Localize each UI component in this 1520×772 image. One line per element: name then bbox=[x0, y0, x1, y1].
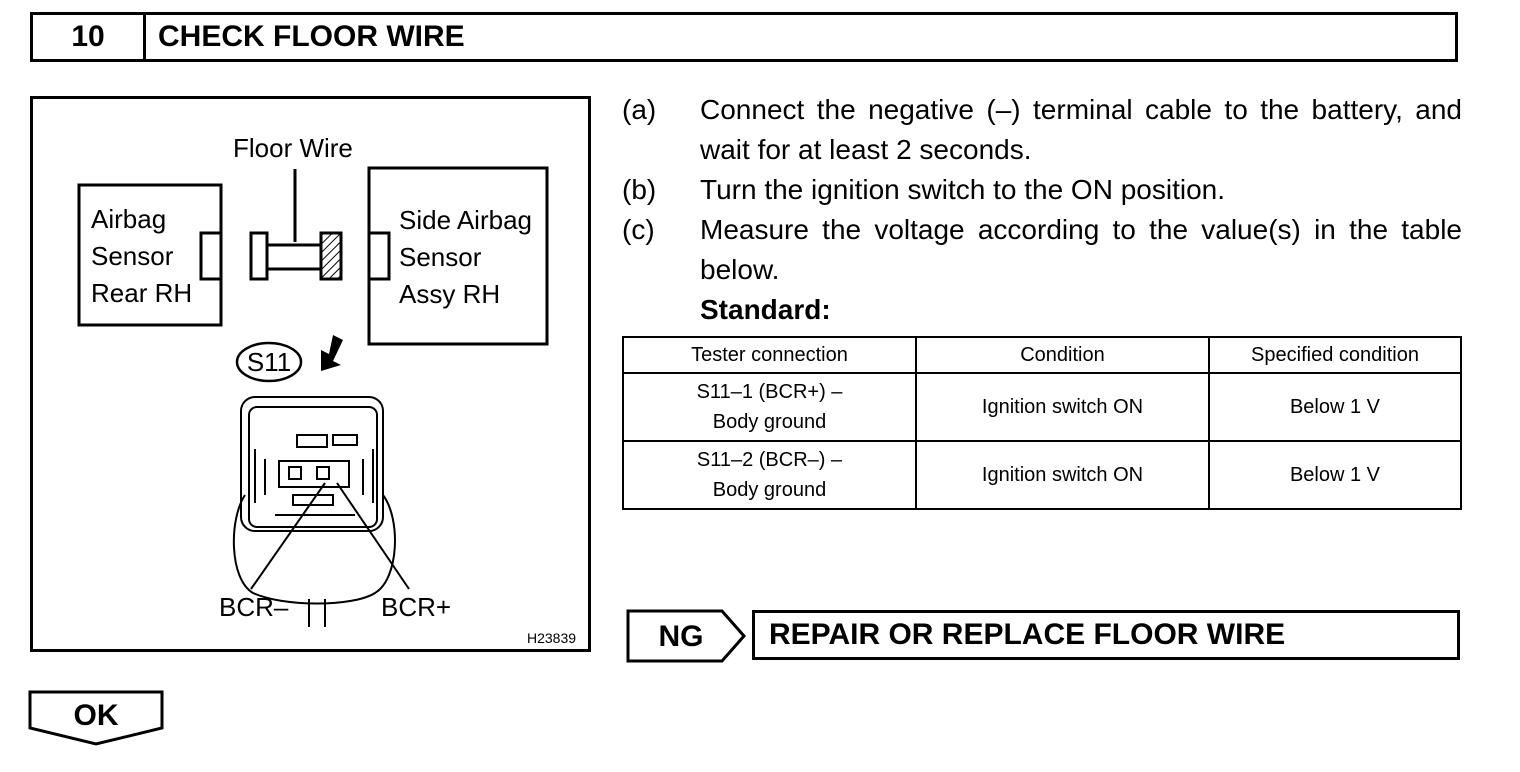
condition-cell: Ignition switch ON bbox=[915, 440, 1210, 510]
ng-label: NG bbox=[659, 620, 704, 653]
left-box-line-3: Rear RH bbox=[91, 278, 192, 308]
view-direction-arrow bbox=[321, 335, 343, 371]
condition-cell: Ignition switch ON bbox=[915, 372, 1210, 442]
tester-connection-cell: S11–1 (BCR+) – Body ground bbox=[622, 372, 917, 442]
table-header-row: Tester connection Condition Specified co… bbox=[622, 336, 1462, 374]
standard-label: Standard: bbox=[700, 294, 831, 325]
header-tester-connection: Tester connection bbox=[622, 336, 917, 374]
step-letter: (b) bbox=[622, 174, 657, 205]
step-text: Measure the voltage according to the val… bbox=[700, 214, 1462, 285]
ng-action-box: REPAIR OR REPLACE FLOOR WIRE bbox=[752, 610, 1460, 660]
ng-arrow-tag: NG bbox=[626, 609, 746, 663]
connector-id-oval bbox=[235, 341, 303, 383]
table-row: S11–1 (BCR+) – Body ground Ignition swit… bbox=[622, 372, 1462, 442]
step-number: 10 bbox=[33, 15, 146, 59]
floor-wire-connector-left bbox=[249, 231, 269, 281]
ok-label: OK bbox=[74, 699, 119, 732]
pin-label-bcr-minus: BCR– bbox=[219, 592, 289, 622]
step-header: 10 CHECK FLOOR WIRE bbox=[30, 12, 1458, 62]
ok-arrow-tag: OK bbox=[28, 690, 164, 746]
connection-line-1: S11–2 (BCR–) – bbox=[696, 449, 843, 471]
specified-cell: Below 1 V bbox=[1208, 440, 1462, 510]
step-b: (b) Turn the ignition switch to the ON p… bbox=[622, 170, 1462, 210]
step-letter: (a) bbox=[622, 94, 657, 125]
floor-wire-connector-right bbox=[319, 231, 343, 281]
step-text: Connect the negative (–) terminal cable … bbox=[700, 94, 1462, 165]
floor-wire-label: Floor Wire bbox=[233, 133, 353, 163]
procedure-steps: (a) Connect the negative (–) terminal ca… bbox=[622, 90, 1462, 330]
right-box-line-1: Side Airbag bbox=[399, 205, 532, 235]
step-text: Turn the ignition switch to the ON posit… bbox=[700, 174, 1225, 205]
header-condition: Condition bbox=[915, 336, 1210, 374]
connector-figure: Floor Wire Airbag Sensor Rear RH Side Ai… bbox=[30, 96, 591, 652]
step-c: (c) Measure the voltage according to the… bbox=[622, 210, 1462, 290]
left-box-line-2: Sensor bbox=[91, 241, 174, 271]
connector-front-view bbox=[232, 396, 396, 627]
left-box-line-1: Airbag bbox=[91, 204, 166, 234]
right-box-line-2: Sensor bbox=[399, 242, 482, 272]
floor-wire-harness bbox=[265, 243, 323, 271]
spec-table: Tester connection Condition Specified co… bbox=[622, 336, 1462, 510]
specified-cell: Below 1 V bbox=[1208, 372, 1462, 442]
table-row: S11–2 (BCR–) – Body ground Ignition swit… bbox=[622, 440, 1462, 510]
connection-line-1: S11–1 (BCR+) – bbox=[696, 381, 843, 403]
step-title: CHECK FLOOR WIRE bbox=[158, 20, 465, 53]
connector-diagram: Floor Wire Airbag Sensor Rear RH Side Ai… bbox=[77, 133, 576, 646]
pin-label-bcr-plus: BCR+ bbox=[381, 592, 451, 622]
connector-id-label: S11 bbox=[247, 347, 291, 377]
connection-line-2: Body ground bbox=[712, 411, 827, 433]
tester-connection-cell: S11–2 (BCR–) – Body ground bbox=[622, 440, 917, 510]
figure-id: H23839 bbox=[527, 630, 576, 646]
step-a: (a) Connect the negative (–) terminal ca… bbox=[622, 90, 1462, 170]
step-letter: (c) bbox=[622, 214, 655, 245]
connection-line-2: Body ground bbox=[712, 479, 827, 501]
header-specified-condition: Specified condition bbox=[1208, 336, 1462, 374]
right-box-line-3: Assy RH bbox=[399, 279, 500, 309]
